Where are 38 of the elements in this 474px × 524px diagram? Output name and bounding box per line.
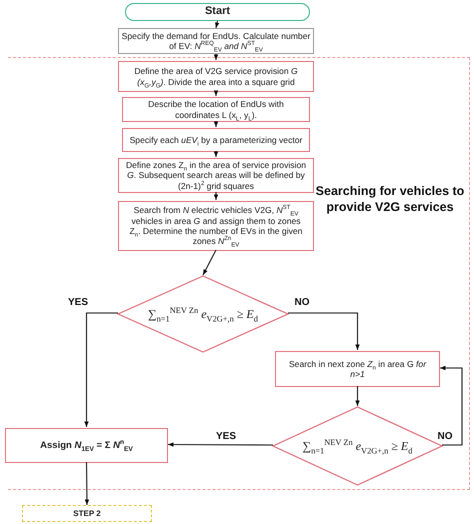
process-box [5,428,168,463]
start-terminal [125,3,310,21]
process-box [118,158,314,193]
arrow [214,151,218,157]
arrow [215,20,220,28]
step-text: Define the area of V2G service provision G (x$_{G}$,y$_{G}$). Divide the area into a square grid [133,66,299,87]
step-text: Specify each uEV$_{i}$ by a parameterizing vector [130,134,302,146]
step-box [22,505,152,522]
step-text: Search in next zone Z$_{n}$ in area G for n>1 [288,358,428,380]
section-heading: Searching for vehicles to provide V2G services [314,183,466,216]
process-box [275,351,440,387]
arrow [288,312,360,350]
formula: ∑$_{n=1}$$^{NEV Zn}$ e$_{V2G+,n}$ ≥ E$_{d}$ [148,306,258,322]
step-text: Describe the location of EndUs with coordinates L (x$_{L}$, y$_{L}$). [147,99,285,120]
start-label: Start [204,5,230,19]
edge-label: NO [294,297,310,308]
decision-diamond [118,276,288,352]
arrow [168,442,273,447]
arrow [214,54,218,60]
edge-label: YES [216,431,236,442]
arrow [355,386,360,406]
formula: ∑$_{n=1}$$^{NEV Zn}$ e$_{V2G+,n}$ ≥ E$_{d}$ [302,438,412,454]
edge-label: NO [438,431,452,442]
dashed-region [8,57,470,490]
arrow [214,121,218,127]
process-box [118,201,314,251]
arrow [202,250,216,276]
process-box [118,61,314,92]
step-label: STEP 2 [73,508,101,518]
arrow [214,192,218,200]
process-box [122,128,310,152]
arrow [84,462,90,505]
edge-label: YES [68,297,88,308]
process-box [122,97,310,122]
arrow [84,312,118,427]
arrow [214,90,218,96]
arrow [440,366,463,446]
step-text: Define zones Z$_{n}$ in the area of service provision G. Subsequent search areas will be defined by (2n-1)$^{2}$ grid squares [125,160,307,191]
